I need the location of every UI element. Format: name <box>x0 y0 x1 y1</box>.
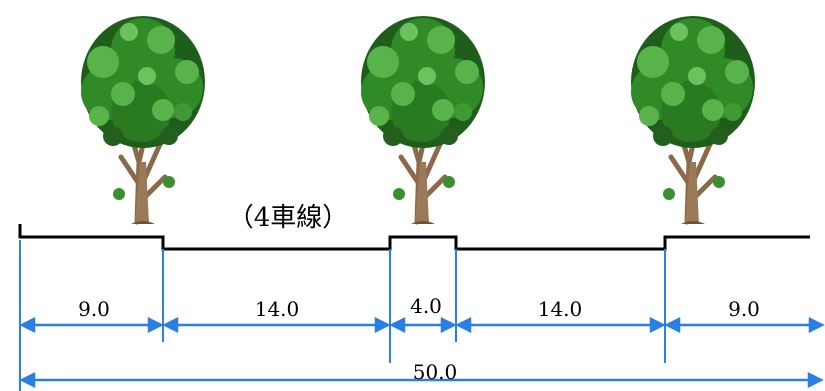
road-profile <box>18 224 810 251</box>
dimension-arrows <box>19 316 825 389</box>
segment-width-label: 9.0 <box>78 297 110 321</box>
tree-icon-left <box>81 16 205 224</box>
segment-width-label: 9.0 <box>728 297 760 321</box>
tree-icon-median <box>361 16 485 224</box>
segment-width-label: 14.0 <box>538 297 583 321</box>
total-width-label: 50.0 <box>413 360 458 384</box>
tree-icon-right <box>631 16 755 224</box>
dimension-extension-lines <box>19 240 666 391</box>
segment-width-label: 14.0 <box>255 297 300 321</box>
lane-count-caption: （4車線） <box>228 203 349 233</box>
segment-width-label: 4.0 <box>410 294 442 318</box>
